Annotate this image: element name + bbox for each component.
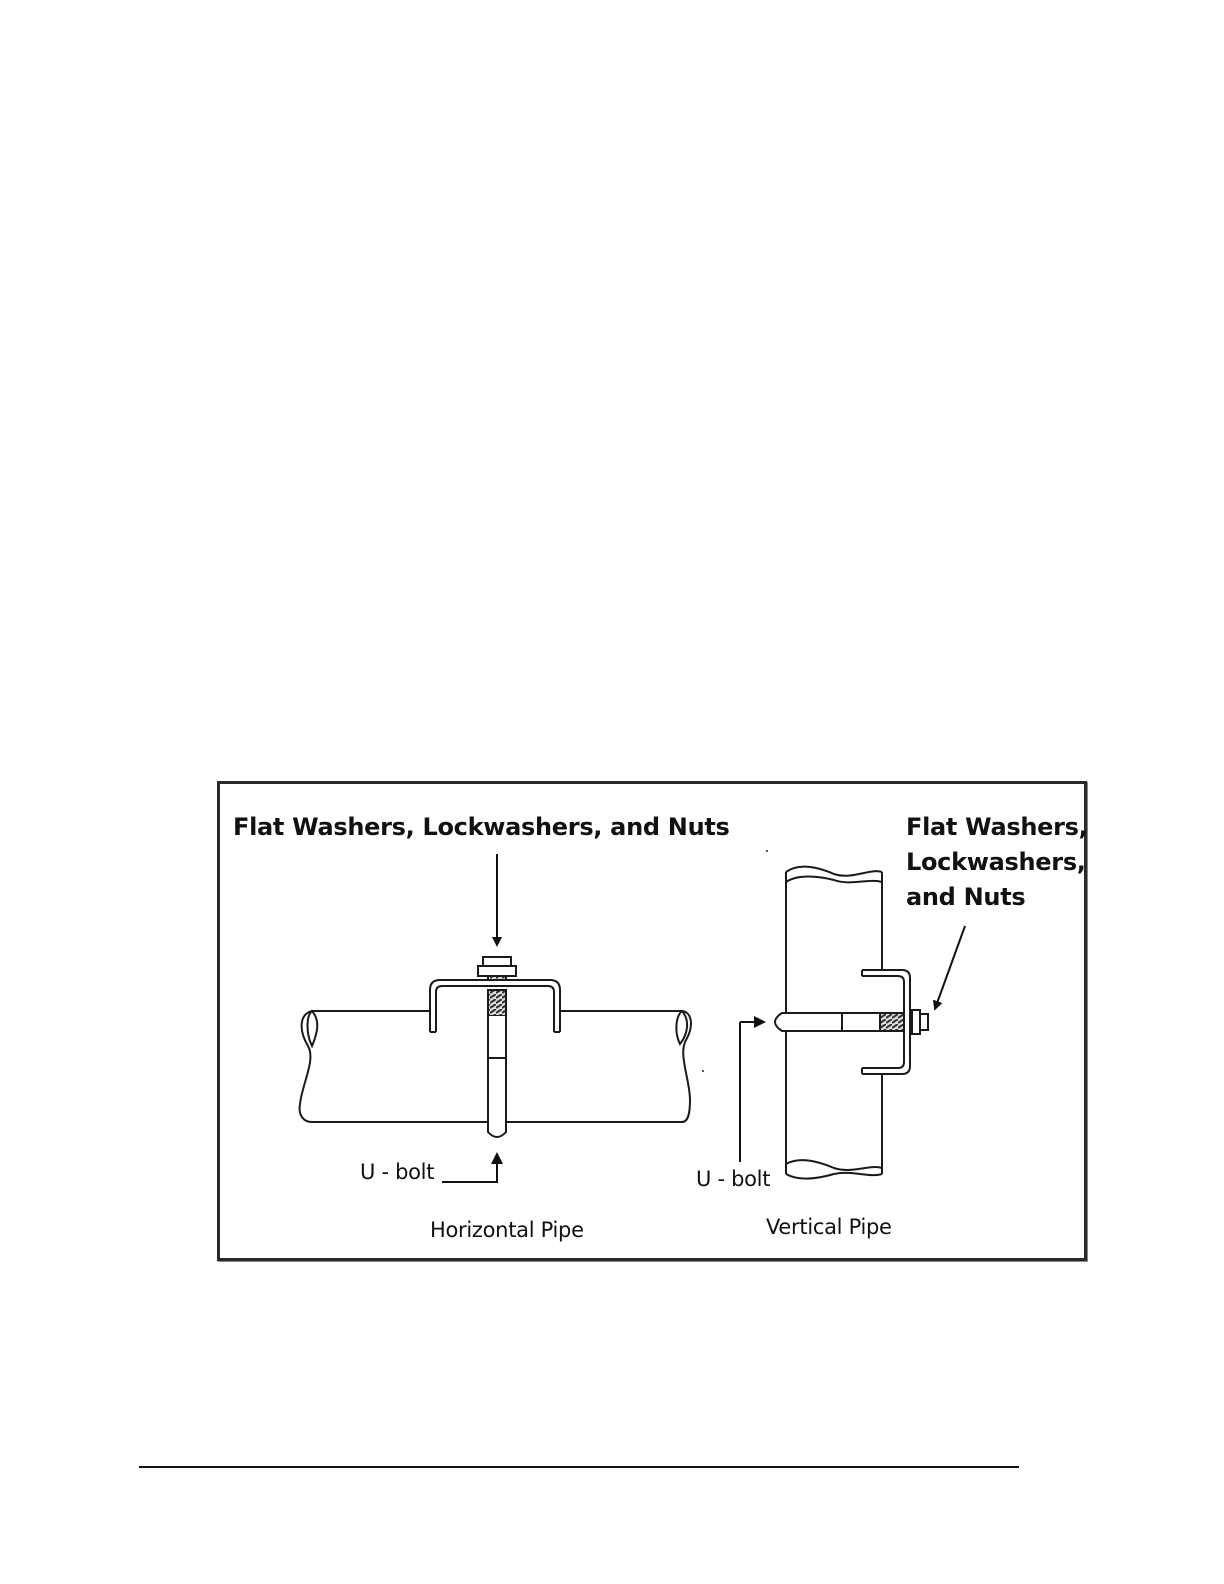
horizontal-nut-washer-stack [478,957,516,980]
figure-frame: Flat Washers, Lockwashers, and Nuts U - … [217,781,1087,1261]
vertical-u-bolt-arrowhead [754,1016,766,1028]
vertical-u-bolt-label: U - bolt [696,1169,770,1190]
horizontal-u-bolt-label: U - bolt [360,1162,434,1183]
vertical-washer-arrow [936,926,965,1006]
vertical-washer-label-line-3: and Nuts [906,885,1025,909]
horizontal-u-bolt-arrowhead [491,1152,503,1164]
vertical-pipe-caption: Vertical Pipe [766,1217,892,1238]
horizontal-u-bolt [488,990,506,1137]
scan-speck [766,850,768,852]
footer-rule [139,1466,1019,1468]
scan-speck [702,1070,704,1072]
horizontal-pipe-caption: Horizontal Pipe [430,1220,584,1241]
vertical-nut-washer-stack [912,1010,928,1034]
vertical-washer-label-line-1: Flat Washers, [906,815,1087,839]
vertical-u-bolt [775,1013,904,1031]
horizontal-u-bolt-arrow [442,1162,497,1182]
vertical-washer-label-line-2: Lockwashers, [906,850,1086,874]
horizontal-washer-label: Flat Washers, Lockwashers, and Nuts [233,815,730,839]
